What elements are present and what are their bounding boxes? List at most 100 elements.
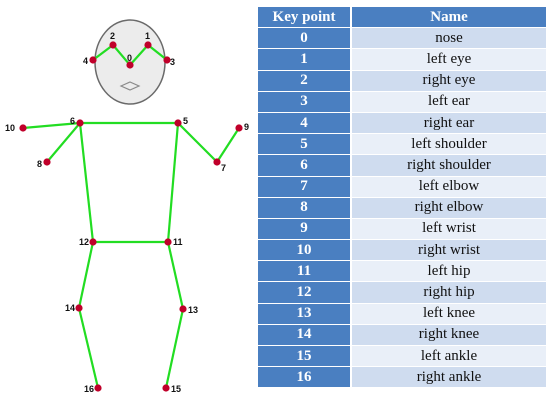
joint-label: 10 (5, 123, 15, 133)
joint-marker (109, 41, 117, 49)
keypoint-id: 15 (258, 346, 352, 367)
joint-label: 8 (37, 159, 42, 169)
joint-marker (89, 238, 97, 246)
keypoint-name: right eye (352, 70, 546, 91)
keypoint-id: 0 (258, 28, 352, 49)
joint-label: 4 (83, 56, 88, 66)
bone (46, 122, 81, 163)
bone (129, 44, 149, 66)
bones (22, 44, 240, 389)
keypoint-name: left hip (352, 261, 546, 282)
joint-marker (213, 158, 221, 166)
bone (77, 241, 95, 309)
keypoint-name: right ankle (352, 367, 546, 388)
joint-marker (126, 61, 134, 69)
joint-marker (89, 56, 97, 64)
joint-label: 15 (171, 384, 181, 394)
keypoint-id: 1 (258, 49, 352, 70)
bone (92, 44, 114, 61)
table-header-row: Key point Name (258, 7, 546, 28)
joint-label: 9 (244, 122, 249, 132)
keypoint-id: 9 (258, 218, 352, 240)
keypoint-name: right elbow (352, 197, 546, 218)
keypoint-id: 12 (258, 282, 352, 303)
header-name: Name (352, 7, 546, 28)
joint-marker (94, 384, 102, 392)
header-key-point: Key point (258, 7, 352, 28)
joints (19, 41, 243, 392)
joint-marker (162, 384, 170, 392)
joint-label: 0 (127, 53, 132, 63)
keypoint-id: 10 (258, 240, 352, 261)
keypoint-name: left shoulder (352, 134, 546, 155)
keypoint-name: right ear (352, 112, 546, 134)
joint-label: 12 (79, 237, 89, 247)
joint-marker (75, 304, 83, 312)
keypoint-id: 8 (258, 197, 352, 218)
joint-marker (164, 238, 172, 246)
joint-marker (76, 119, 84, 127)
bone (77, 307, 100, 389)
keypoint-id: 13 (258, 303, 352, 324)
joint-marker (144, 41, 152, 49)
joint-marker (163, 56, 171, 64)
keypoint-name: right shoulder (352, 155, 546, 176)
joint-label: 11 (173, 237, 183, 247)
keypoint-id: 7 (258, 176, 352, 197)
joint-label: 2 (110, 31, 115, 41)
keypoint-name: right hip (352, 282, 546, 303)
joint-label: 16 (84, 384, 94, 394)
joint-label: 7 (221, 163, 226, 173)
keypoint-name: left eye (352, 49, 546, 70)
bone (78, 122, 95, 243)
bone (164, 308, 185, 389)
keypoint-id: 5 (258, 134, 352, 155)
keypoint-id: 11 (258, 261, 352, 282)
keypoint-id: 2 (258, 70, 352, 91)
keypoint-id: 4 (258, 112, 352, 134)
joint-label: 5 (183, 116, 188, 126)
keypoint-name: right wrist (352, 240, 546, 261)
bone (166, 241, 185, 310)
keypoint-id: 16 (258, 367, 352, 388)
keypoint-name: right knee (352, 324, 546, 345)
keypoint-name: nose (352, 28, 546, 49)
joint-marker (174, 119, 182, 127)
keypoint-name: left elbow (352, 176, 546, 197)
joint-label: 3 (170, 57, 175, 67)
bone (177, 122, 218, 163)
nose-mark (119, 81, 141, 91)
keypoint-id: 14 (258, 324, 352, 345)
joint-label: 13 (188, 305, 198, 315)
joint-label: 14 (65, 303, 75, 313)
joint-label: 6 (70, 116, 75, 126)
joint-label: 1 (145, 31, 150, 41)
keypoint-name: left ankle (352, 346, 546, 367)
bone (216, 127, 240, 163)
joint-marker (19, 124, 27, 132)
joint-marker (43, 158, 51, 166)
keypoint-name: left ear (352, 91, 546, 112)
keypoint-id: 3 (258, 91, 352, 112)
bone (112, 44, 131, 66)
keypoint-id: 6 (258, 155, 352, 176)
